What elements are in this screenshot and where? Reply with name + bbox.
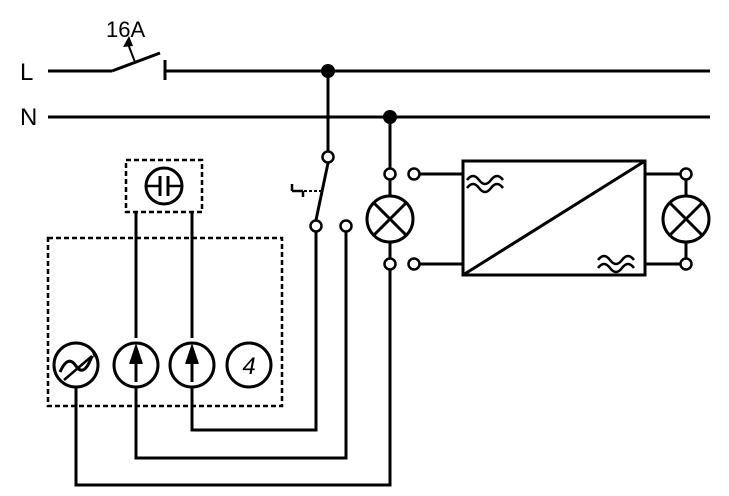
module-box	[46, 236, 284, 408]
lamp-icon	[661, 167, 711, 271]
line-l-label: L	[20, 59, 33, 86]
circuit-breaker-icon: 16A	[106, 17, 167, 80]
lamp-icon	[365, 167, 421, 271]
sensor-icon	[124, 158, 204, 214]
arrow-icon	[129, 343, 143, 364]
dimmer-channel	[52, 341, 100, 389]
arrow-icon	[185, 343, 199, 364]
channel-number: 4	[242, 353, 255, 380]
channel-4: 4	[225, 341, 273, 389]
line-n: N	[20, 104, 710, 131]
input-channel-2	[168, 341, 216, 389]
dc-symbol-icon	[597, 254, 635, 274]
breaker-rating: 16A	[106, 17, 145, 42]
line-n-label: N	[20, 104, 37, 131]
input-channel-1	[112, 341, 160, 389]
pushbutton-icon	[290, 150, 353, 233]
converter-icon	[420, 159, 680, 277]
line-l: L	[20, 59, 710, 86]
ac-symbol-icon	[466, 174, 504, 194]
